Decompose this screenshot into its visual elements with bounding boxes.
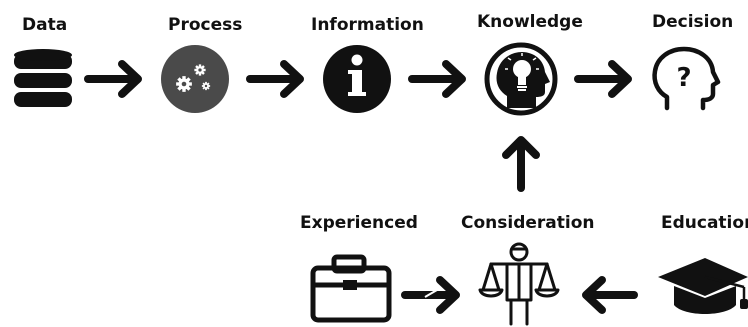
svg-text:?: ?: [676, 63, 691, 93]
head-question-icon: ?: [652, 46, 721, 111]
data-label: Data: [22, 15, 68, 35]
information-label: Information: [311, 15, 424, 35]
info-icon: [323, 45, 391, 113]
arrow-data-to-process: [84, 60, 142, 98]
graduation-cap-icon: [658, 258, 748, 314]
arrow-knowledge-to-decision: [574, 60, 632, 98]
arrow-consideration-to-knowledge: [502, 136, 540, 192]
head-lightbulb-icon: [484, 42, 558, 116]
businessman-scales-icon: [478, 242, 560, 326]
arrow-highlight: [424, 289, 438, 298]
database-icon: [14, 49, 72, 107]
knowledge-label: Knowledge: [477, 12, 583, 32]
consideration-label: Consideration: [461, 213, 595, 233]
briefcase-icon: [310, 254, 392, 323]
arrow-experienced-to-consideration: [401, 276, 460, 314]
arrow-education-to-consideration: [582, 276, 638, 314]
arrow-information-to-knowledge: [408, 60, 466, 98]
experienced-label: Experienced: [300, 213, 418, 233]
process-label: Process: [168, 15, 243, 35]
decision-label: Decision: [652, 12, 734, 32]
gears-icon: [161, 45, 229, 113]
education-label: Education: [661, 213, 748, 233]
arrow-process-to-information: [246, 60, 304, 98]
